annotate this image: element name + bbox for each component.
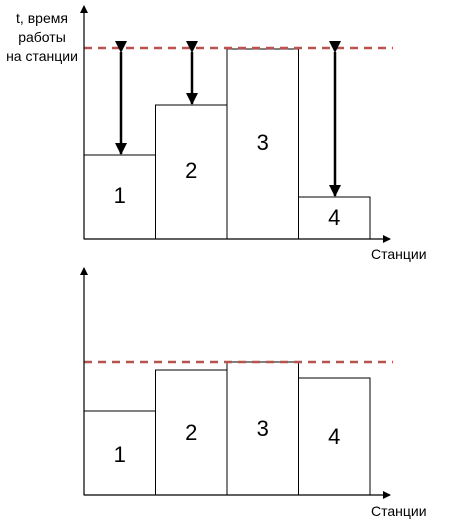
top-bar-label-2: 2	[185, 158, 197, 183]
top-bar-1	[83, 154, 156, 240]
top-idle-arrows	[115, 41, 341, 197]
top-bar-2	[155, 104, 228, 240]
top-x-axis-label: Станции	[371, 246, 427, 262]
bottom-bar-3	[226, 361, 299, 496]
top-y-axis-label-line-1: t, время	[16, 10, 68, 26]
bottom-bar-label-1: 1	[114, 442, 126, 467]
bottom-bar-2	[155, 369, 228, 496]
top-y-axis-label-line-2: работы	[18, 29, 66, 45]
bottom-bar-1	[83, 410, 156, 496]
bottom-bar-label-3: 3	[257, 416, 269, 441]
top-bar-4	[298, 196, 371, 240]
bottom-bar-label-4: 4	[328, 424, 340, 449]
top-bar-label-1: 1	[114, 183, 126, 208]
top-bar-label-4: 4	[328, 205, 340, 230]
top-bar-3	[226, 48, 299, 240]
top-bar-label-3: 3	[257, 130, 269, 155]
top-bars	[83, 48, 371, 240]
bottom-bar-labels: 1 2 3 4	[114, 416, 341, 467]
top-chart: 1 2 3 4 t, время работы на станции Станц…	[6, 5, 427, 262]
bottom-chart: 1 2 3 4 Станции	[80, 267, 427, 519]
top-bar-labels: 1 2 3 4	[114, 130, 341, 230]
bottom-bars	[83, 361, 371, 496]
top-y-axis-label-line-3: на станции	[6, 48, 78, 64]
bottom-x-axis-label: Станции	[371, 503, 427, 519]
bottom-bar-label-2: 2	[185, 420, 197, 445]
